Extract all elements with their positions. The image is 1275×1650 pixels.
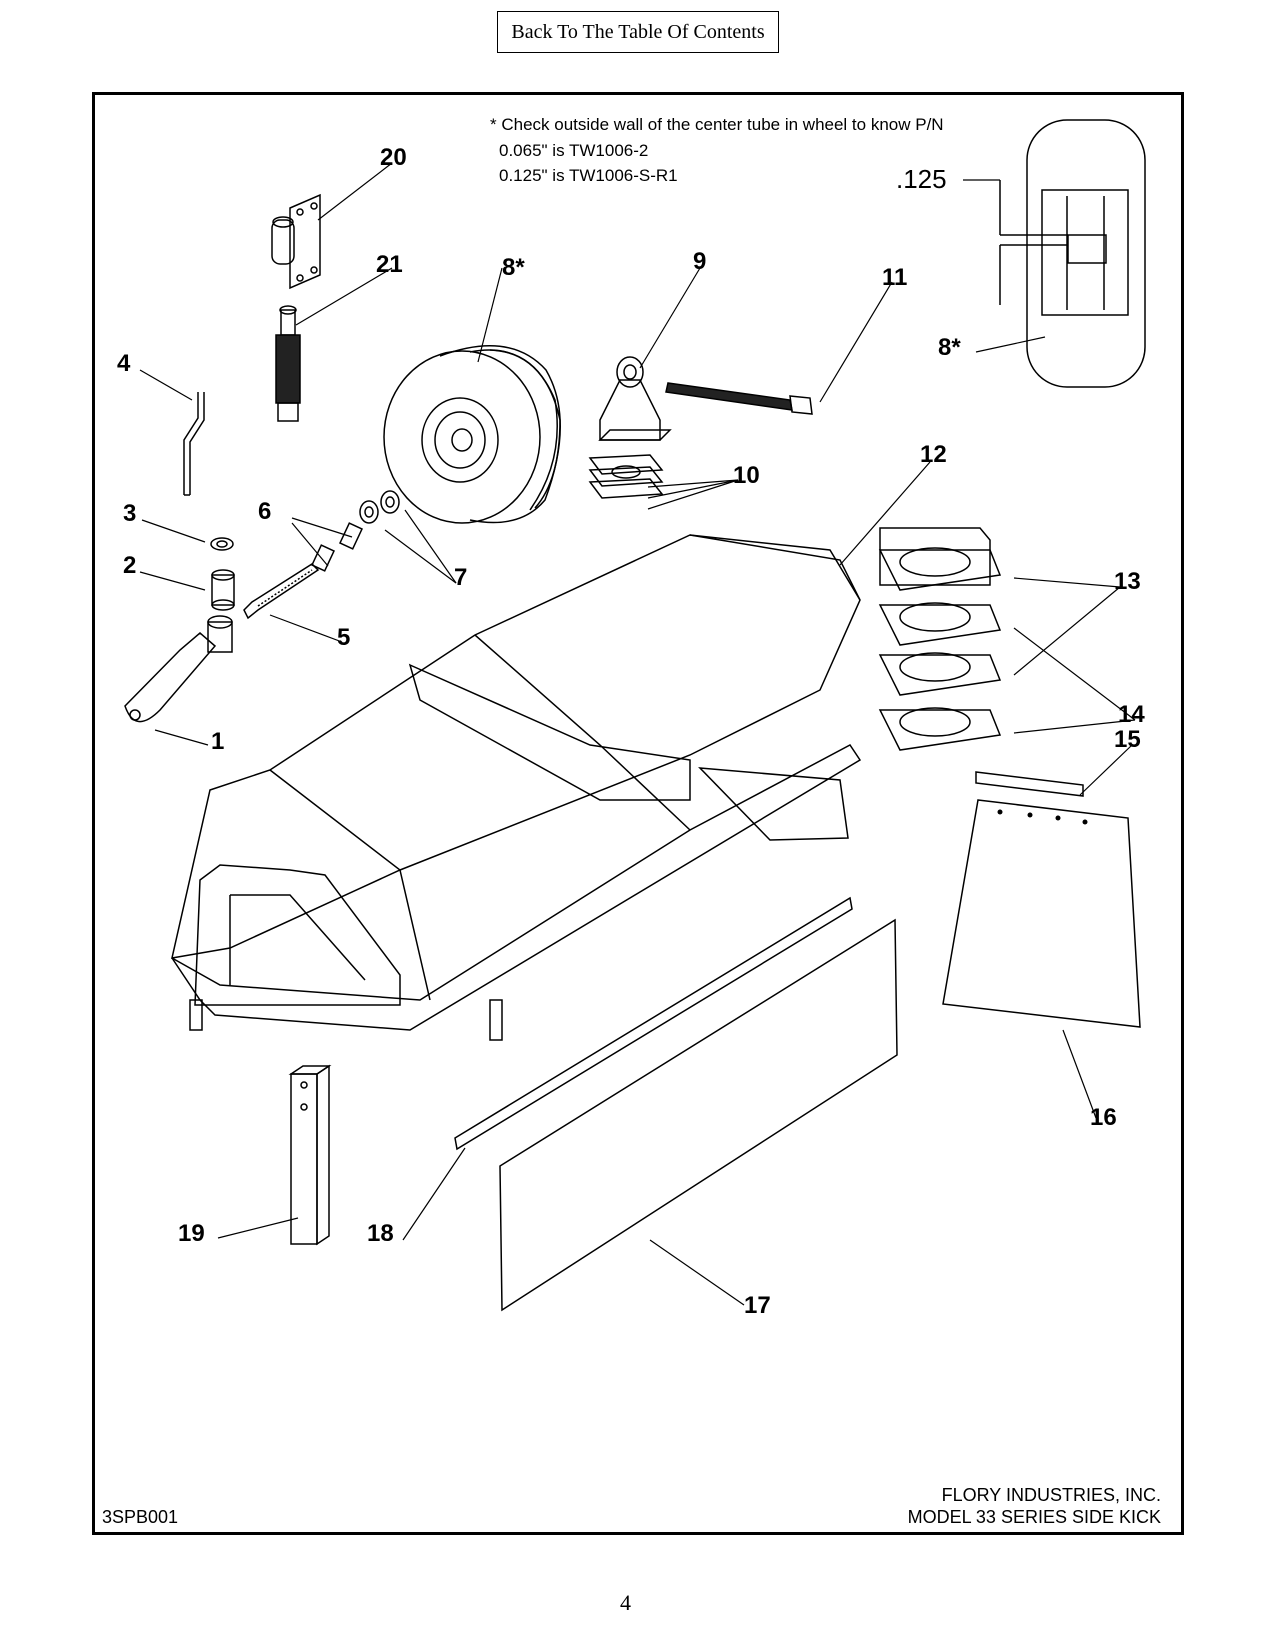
callout-11: 11 [882,264,908,291]
bent-rod-part-4 [183,392,205,496]
wheel-note-line-3: 0.125" is TW1006-S-R1 [499,166,678,185]
callout-18: 18 [367,1220,394,1247]
callout-7: 7 [454,564,468,591]
callout-14: 14 [1118,701,1145,728]
leader-lines [139,162,1136,1306]
hinge-bracket-part-20 [271,193,321,290]
arm-part-1 [124,615,233,723]
callout-15: 15 [1114,726,1141,753]
drawing-id: 3SPB001 [102,1507,179,1527]
dimension-label: .125 [896,164,947,194]
callout-4: 4 [117,350,131,377]
wheel-cross-section-part-8 [999,119,1146,388]
pivot-bracket-part-9 [598,356,672,441]
callout-12: 12 [920,441,947,468]
callout-1: 1 [211,728,225,755]
drawing-frame [92,92,1184,1535]
long-bolt-part-11 [665,382,813,415]
callout-8-wheel: 8* [502,254,525,281]
shim-plates-part-10 [588,454,664,499]
spacer-parts-6 [311,522,363,572]
model-name: MODEL 33 SERIES SIDE KICK [907,1507,1161,1527]
bolt-part-5 [243,563,320,620]
hold-down-strip-part-15 [975,771,1084,797]
wheel-note-line-1: * Check outside wall of the center tube … [490,115,944,134]
callout-6: 6 [258,498,272,525]
mounting-plates-parts-13-14 [878,547,1002,751]
long-flap-part-17 [499,918,898,1312]
callout-10: 10 [733,462,760,489]
callout-20: 20 [380,144,407,171]
bearing-parts-7 [359,490,400,524]
callout-19: 19 [178,1220,205,1247]
callout-9: 9 [693,248,707,275]
callout-5: 5 [337,624,351,651]
washer-part-3 [210,537,234,551]
wheel-note-line-2: 0.065" is TW1006-2 [499,141,649,160]
rubber-flap-part-16 [942,799,1141,1028]
callout-3: 3 [123,500,137,527]
bushing-part-2 [211,569,235,611]
threaded-pin-part-21 [275,305,301,422]
callout-2: 2 [123,552,137,579]
company-name: FLORY INDUSTRIES, INC. [941,1485,1161,1505]
callout-21: 21 [376,251,403,278]
page-number: 4 [620,1590,631,1615]
callout-17: 17 [744,1292,771,1319]
long-strip-part-18 [454,896,853,1151]
main-body-part-12 [171,527,991,1041]
callout-13: 13 [1114,568,1141,595]
wheel-part-8 [383,345,561,524]
back-to-toc-link[interactable]: Back To The Table Of Contents [497,11,779,53]
post-part-19 [288,1064,332,1246]
callout-8-section: 8* [938,334,961,361]
callout-16: 16 [1090,1104,1117,1131]
